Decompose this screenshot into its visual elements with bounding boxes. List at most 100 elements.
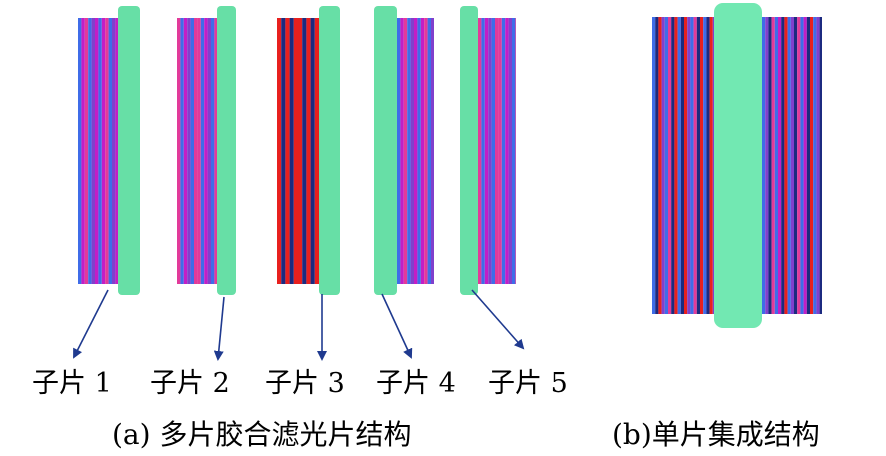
coating-layer-stripe	[508, 18, 512, 284]
coating-layer-stripe	[819, 17, 822, 314]
coating-layer-stripe	[787, 17, 791, 314]
coating-layer-stripe	[501, 18, 506, 284]
coating-layer-stripe	[709, 17, 713, 314]
coating-layer-stripe	[693, 17, 697, 314]
sub-filter-1-label: 子片 1	[32, 368, 112, 399]
coating-layer-stripe	[700, 17, 704, 314]
monolithic-substrate	[714, 3, 762, 328]
coating-layer-stripe	[190, 18, 194, 284]
caption-a: (a) 多片胶合滤光片结构	[112, 418, 412, 451]
coating-layer-stripe	[183, 18, 188, 284]
coating-layer-stripe	[696, 17, 700, 314]
coating-layer-stripe	[684, 17, 688, 314]
coating-layer-stripe	[768, 17, 772, 314]
sub-filter-4-arrow	[381, 293, 413, 359]
coating-layer-stripe	[664, 17, 668, 314]
coating-layer-stripe	[105, 18, 109, 284]
coating-layer-stripe	[420, 18, 425, 284]
sub-filter-1-coating	[78, 18, 118, 284]
coating-layer-stripe	[414, 18, 418, 284]
coating-layer-stripe	[289, 18, 294, 284]
coating-layer-stripe	[774, 17, 778, 314]
coating-layer-stripe	[810, 17, 814, 314]
sub-filter-2-label: 子片 2	[150, 368, 230, 399]
sub-filter-5-arrow	[471, 289, 525, 350]
coating-layer-stripe	[417, 18, 421, 284]
coating-layer-stripe	[677, 17, 681, 314]
coating-layer-stripe	[314, 18, 319, 284]
coating-layer-stripe	[112, 18, 116, 284]
coating-layer-stripe	[488, 18, 492, 284]
coating-layer-stripe	[816, 17, 820, 314]
coating-layer-stripe	[484, 18, 489, 284]
coating-layer-stripe	[397, 18, 401, 284]
coating-layer-stripe	[784, 17, 788, 314]
coating-layer-stripe	[194, 18, 198, 284]
coating-layer-stripe	[424, 18, 428, 284]
coating-layer-stripe	[652, 17, 656, 314]
coating-layer-stripe	[481, 18, 485, 284]
coating-layer-stripe	[88, 18, 92, 284]
coating-layer-stripe	[491, 18, 495, 284]
coating-layer-stripe	[98, 18, 102, 284]
coating-layer-stripe	[794, 17, 798, 314]
coating-layer-stripe	[101, 18, 106, 284]
sub-filter-3-label: 子片 3	[265, 368, 345, 399]
coating-layer-stripe	[204, 18, 208, 284]
coating-layer-stripe	[115, 18, 118, 284]
coating-layer-stripe	[680, 17, 684, 314]
coating-layer-stripe	[207, 18, 211, 284]
coating-layer-stripe	[813, 17, 817, 314]
monolithic-left-coating	[652, 17, 714, 314]
coating-layer-stripe	[407, 18, 411, 284]
sub-filter-4-coating	[397, 18, 434, 284]
coating-layer-stripe	[177, 18, 181, 284]
coating-layer-stripe	[515, 18, 516, 284]
coating-layer-stripe	[687, 17, 691, 314]
sub-filter-5-coating	[478, 18, 516, 284]
coating-layer-stripe	[495, 18, 499, 284]
coating-layer-stripe	[310, 18, 315, 284]
caption-b: (b)单片集成结构	[612, 418, 820, 451]
sub-filter-pointer-arrows	[73, 289, 525, 361]
monolithic-integrated-filter	[652, 3, 822, 328]
sub-filter-4-substrate	[374, 6, 397, 295]
coating-layer-stripe	[800, 17, 804, 314]
coating-layer-stripe	[765, 17, 769, 314]
coating-layer-stripe	[211, 18, 215, 284]
coating-layer-stripe	[197, 18, 201, 284]
coating-layer-stripe	[762, 17, 766, 314]
coating-layer-stripe	[400, 18, 404, 284]
monolithic-right-coating	[762, 17, 822, 314]
coating-layer-stripe	[277, 18, 282, 284]
sub-filter-1-substrate	[118, 6, 140, 295]
coating-layer-stripe	[505, 18, 509, 284]
coating-layer-stripe	[187, 18, 191, 284]
coating-layer-stripe	[498, 18, 502, 284]
coating-layer-stripe	[427, 18, 431, 284]
coating-layer-stripe	[771, 17, 775, 314]
glued-multi-sub-filters	[78, 6, 516, 295]
coating-layer-stripe	[690, 17, 694, 314]
coating-layer-stripe	[790, 17, 794, 314]
coating-layer-stripe	[803, 17, 807, 314]
coating-layer-stripe	[712, 17, 714, 314]
coating-layer-stripe	[91, 18, 95, 284]
coating-layer-stripe	[306, 18, 311, 284]
coating-layer-stripe	[797, 17, 801, 314]
coating-layer-stripe	[84, 18, 89, 284]
sub-filter-4-label: 子片 4	[376, 368, 456, 399]
coating-layer-stripe	[671, 17, 675, 314]
coating-layer-stripe	[658, 17, 662, 314]
coating-layer-stripe	[108, 18, 112, 284]
coating-layer-stripe	[431, 18, 434, 284]
coating-layer-stripe	[180, 18, 184, 284]
sub-filter-1-arrow	[73, 289, 109, 359]
coating-layer-stripe	[674, 17, 678, 314]
coating-layer-stripe	[655, 17, 659, 314]
coating-layer-stripe	[778, 17, 782, 314]
sub-filter-2-arrow	[213, 296, 225, 361]
sub-filter-5-label: 子片 5	[488, 368, 568, 399]
